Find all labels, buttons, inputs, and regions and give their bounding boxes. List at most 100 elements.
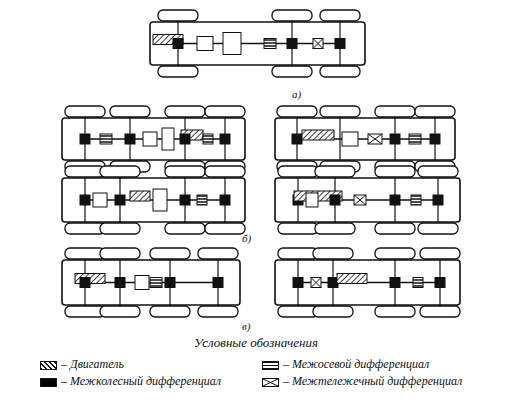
wheel-differential [220, 134, 230, 144]
wheel [150, 306, 190, 317]
interaxle-differential [197, 195, 207, 205]
wheel-differential [433, 195, 443, 205]
wheel [65, 166, 105, 177]
wheel-differential [180, 195, 190, 205]
gearbox [197, 37, 213, 51]
legend-text: – Двигатель [61, 358, 124, 371]
wheel [420, 306, 460, 317]
transfer-case [223, 33, 241, 55]
gearbox [93, 193, 107, 207]
frame [275, 118, 455, 160]
wheel-differential [213, 278, 223, 288]
wheel-differential [115, 195, 125, 205]
wheel [158, 10, 198, 21]
wheel [375, 223, 415, 234]
wheel-differential [220, 195, 230, 205]
transfer-case [153, 189, 167, 211]
wheel [165, 166, 205, 177]
interbogie-differential [311, 278, 321, 288]
interaxle-differential [150, 278, 162, 288]
wheel [110, 106, 150, 117]
wheel-differential [165, 278, 175, 288]
wheel [375, 248, 415, 259]
interaxle-differential [413, 278, 423, 288]
interaxle-differential [411, 195, 421, 205]
legend-text: – Межтележечный дифференциал [283, 375, 462, 388]
wheel [415, 106, 455, 117]
interaxle-differential [264, 39, 276, 49]
wheel [272, 66, 312, 77]
wheel [100, 248, 140, 259]
legend-text: – Межколесный дифференциал [61, 375, 221, 388]
wheel [65, 306, 105, 317]
panel-letter: б) [242, 232, 251, 244]
wheel-differential [125, 134, 135, 144]
wheel [375, 106, 415, 117]
wheel [165, 106, 205, 117]
wheel [278, 306, 318, 317]
wheel [315, 166, 355, 177]
cross-mark [263, 379, 278, 386]
wheel-differential [173, 39, 183, 49]
wheel [420, 248, 460, 259]
transfer-case [162, 128, 174, 150]
legend-text: – Межосевой дифференциал [283, 358, 429, 371]
wheel [205, 106, 245, 117]
wheel [315, 223, 355, 234]
wheel-differential [390, 278, 400, 288]
wheel-differential [390, 195, 400, 205]
chassis-scheme [62, 248, 240, 317]
wheel-differential [292, 134, 302, 144]
wheel [375, 306, 415, 317]
interaxle-differential [409, 134, 421, 144]
panel-letter: в) [242, 320, 250, 332]
chassis-scheme [275, 166, 460, 234]
wheel [158, 66, 198, 77]
engine [130, 191, 150, 201]
wheel [278, 223, 318, 234]
wheel [100, 166, 140, 177]
chassis-scheme [275, 248, 460, 317]
wheel [205, 166, 245, 177]
wheel [313, 248, 353, 259]
wheel [418, 166, 458, 177]
wheel-differential [330, 195, 340, 205]
wheel [165, 223, 205, 234]
wheel [65, 223, 105, 234]
wheel [375, 166, 415, 177]
interbogie-differential [368, 134, 382, 144]
wheel [313, 306, 353, 317]
frame [275, 260, 460, 305]
wheel [278, 248, 318, 259]
wheel-differential [293, 278, 303, 288]
wheel [198, 248, 238, 259]
wheel-differential [287, 39, 297, 49]
chassis-scheme [62, 106, 245, 172]
interaxle-differential [100, 134, 112, 144]
wheel [150, 248, 190, 259]
cross-mark [311, 278, 321, 288]
wheel [100, 223, 140, 234]
panel-letter: а) [292, 88, 301, 100]
legend-title: Условные обозначения [194, 336, 318, 350]
gearbox [306, 193, 318, 207]
frame [275, 178, 460, 222]
wheel-differential [115, 278, 125, 288]
chassis-scheme [150, 10, 365, 77]
wheel-differential [80, 195, 90, 205]
engine [302, 130, 334, 140]
interaxle-differential [203, 134, 213, 144]
wheel [320, 66, 360, 77]
cross-mark [313, 39, 323, 49]
wheel [205, 223, 245, 234]
wheel-differential [80, 278, 90, 288]
cross-mark [354, 195, 366, 205]
legend-symbol [40, 361, 57, 370]
legend-symbol [262, 361, 279, 370]
wheel-differential [390, 134, 400, 144]
frame [62, 178, 245, 222]
wheel-differential [430, 134, 440, 144]
wheel-differential [335, 39, 345, 49]
wheel [272, 10, 312, 21]
wheel [320, 10, 360, 21]
